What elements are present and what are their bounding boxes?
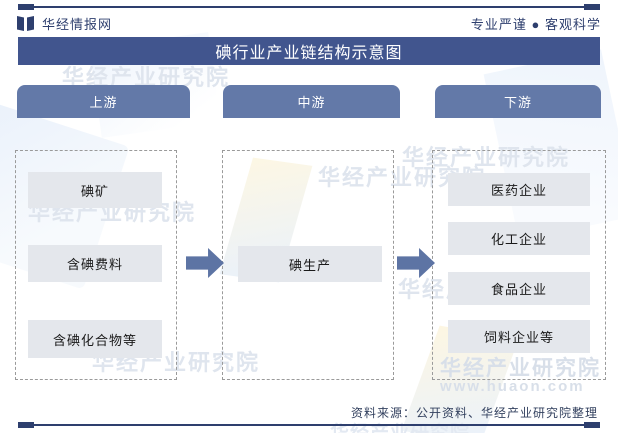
top-divider xyxy=(18,4,600,10)
stage-group-upstream xyxy=(15,150,177,380)
node-box: 医药企业 xyxy=(448,173,590,206)
stage-header-label: 上游 xyxy=(89,95,118,110)
node-box: 碘生产 xyxy=(238,246,382,282)
arrow-right-icon xyxy=(186,248,224,278)
stage-header-label: 下游 xyxy=(503,95,532,110)
stage-header-downstream: 下游 xyxy=(435,85,601,118)
node-box: 含碘费料 xyxy=(28,245,162,282)
page-title: 碘行业产业链结构示意图 xyxy=(215,45,403,62)
source-note: 资料来源：公开资料、华经产业研究院整理 xyxy=(350,406,598,420)
node-box: 食品企业 xyxy=(448,272,590,305)
stage-group-midstream xyxy=(222,150,394,380)
open-book-icon xyxy=(17,16,34,31)
node-box: 饲料企业等 xyxy=(448,320,590,353)
node-box: 碘矿 xyxy=(28,172,162,208)
brand-row: 华经情报网 专业严谨 ● 客观科学 xyxy=(0,12,618,36)
arrow-right-icon xyxy=(397,248,435,278)
node-box: 含碘化合物等 xyxy=(28,320,162,358)
stage-header-upstream: 上游 xyxy=(17,85,190,118)
stage-header-label: 中游 xyxy=(297,95,326,110)
node-box: 化工企业 xyxy=(448,222,590,255)
brand-name: 华经情报网 xyxy=(42,17,113,32)
watermark-url: www.huaon.com xyxy=(440,378,585,395)
page-title-band: 碘行业产业链结构示意图 xyxy=(18,37,600,65)
brand-slogan: 专业严谨 ● 客观科学 xyxy=(470,17,601,32)
bottom-divider xyxy=(18,422,600,428)
stage-header-midstream: 中游 xyxy=(223,85,400,118)
